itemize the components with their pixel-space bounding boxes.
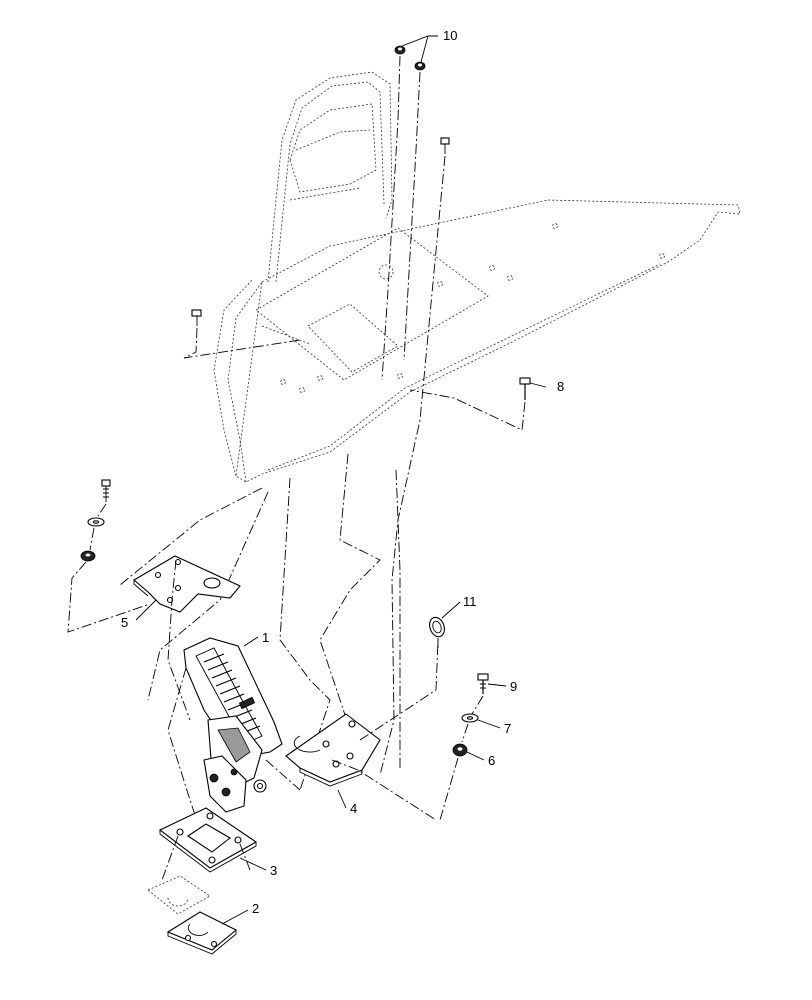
callout-7: 7 bbox=[504, 721, 511, 736]
washer-7 bbox=[461, 713, 479, 723]
bolt-upper-right bbox=[440, 137, 450, 154]
callout-11: 11 bbox=[463, 594, 477, 609]
seat-back-ghost bbox=[267, 71, 393, 283]
callout-3: 3 bbox=[270, 863, 277, 878]
washer-left-stack bbox=[87, 517, 105, 527]
bolt-left-plate bbox=[191, 309, 202, 326]
callout-4: 4 bbox=[350, 801, 357, 816]
callout-1: 1 bbox=[262, 630, 269, 645]
bolt-9 bbox=[477, 673, 489, 694]
nut-10b bbox=[414, 61, 426, 71]
floor-panel-ghost bbox=[213, 199, 741, 483]
nut-6 bbox=[452, 743, 468, 757]
callout-6: 6 bbox=[488, 753, 495, 768]
callout-10: 10 bbox=[443, 28, 457, 43]
callout-5: 5 bbox=[121, 615, 128, 630]
shim-2 bbox=[166, 911, 237, 955]
callout-9: 9 bbox=[510, 679, 517, 694]
bolt-8 bbox=[519, 377, 531, 400]
nut-left-stack bbox=[80, 550, 96, 562]
accelerator-pedal-1 bbox=[183, 637, 283, 813]
mounting-plate-3 bbox=[158, 807, 258, 873]
callout-8: 8 bbox=[557, 379, 564, 394]
nut-10a bbox=[394, 45, 406, 55]
clip-11 bbox=[429, 616, 445, 648]
callout-2: 2 bbox=[252, 901, 259, 916]
bracket-4 bbox=[285, 713, 381, 787]
bolt-left-stack bbox=[101, 479, 111, 502]
bracket-5 bbox=[133, 555, 241, 613]
